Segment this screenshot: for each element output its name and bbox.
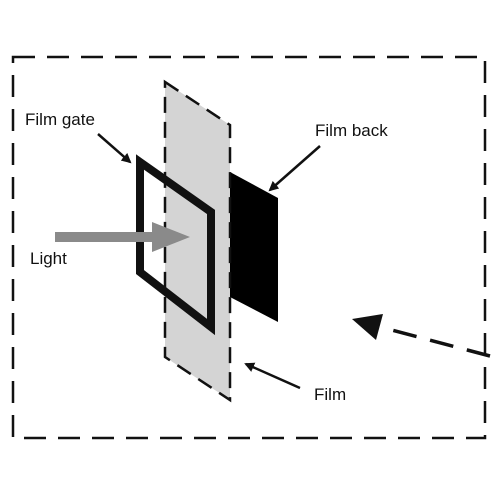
viewing-direction-arrow: [352, 314, 491, 358]
film-label: Film: [314, 385, 346, 404]
film-gate-pointer-arrow: [97, 133, 132, 164]
film-back-pointer-arrow: [268, 145, 321, 192]
light-arrow: [55, 222, 190, 252]
film-back-plate: [230, 172, 278, 322]
outer-dashed-frame: [11, 55, 487, 440]
light-label: Light: [30, 249, 67, 268]
film-pointer-arrow: [244, 362, 301, 390]
film-gate-label: Film gate: [25, 110, 95, 129]
film-back-label: Film back: [315, 121, 388, 140]
